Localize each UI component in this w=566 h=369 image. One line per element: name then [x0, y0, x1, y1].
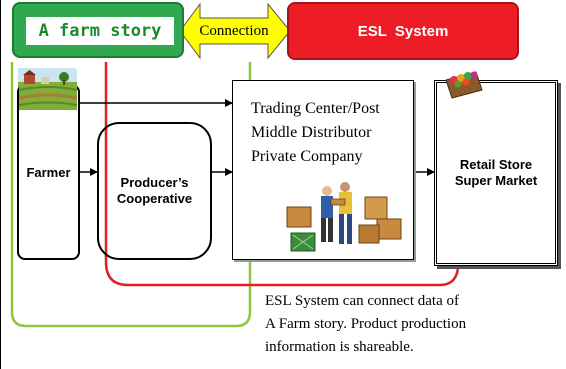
esl-system-box: ESL System — [287, 2, 519, 60]
note-text: ESL System can connect data of A Farm st… — [265, 293, 467, 355]
left-edge-rule — [0, 0, 1, 369]
farm-story-loop — [10, 62, 252, 328]
connection-label: Connection — [199, 22, 269, 39]
retail-store-box: Retail Store Super Market — [434, 80, 558, 266]
farmer-box: Farmer — [17, 84, 80, 260]
workers-with-boxes-icon — [286, 182, 402, 252]
farm-field-image — [19, 70, 77, 110]
cooperative-box: Producer’s Cooperative — [97, 122, 212, 260]
esl-system-loop — [104, 62, 460, 287]
trading-center-box: Trading Center/Post Middle Distributor P… — [232, 80, 414, 260]
farm-story-label: A farm story — [26, 17, 174, 45]
trading-center-text: Trading Center/Post Middle Distributor P… — [251, 100, 380, 165]
produce-crate-icon — [445, 71, 483, 99]
